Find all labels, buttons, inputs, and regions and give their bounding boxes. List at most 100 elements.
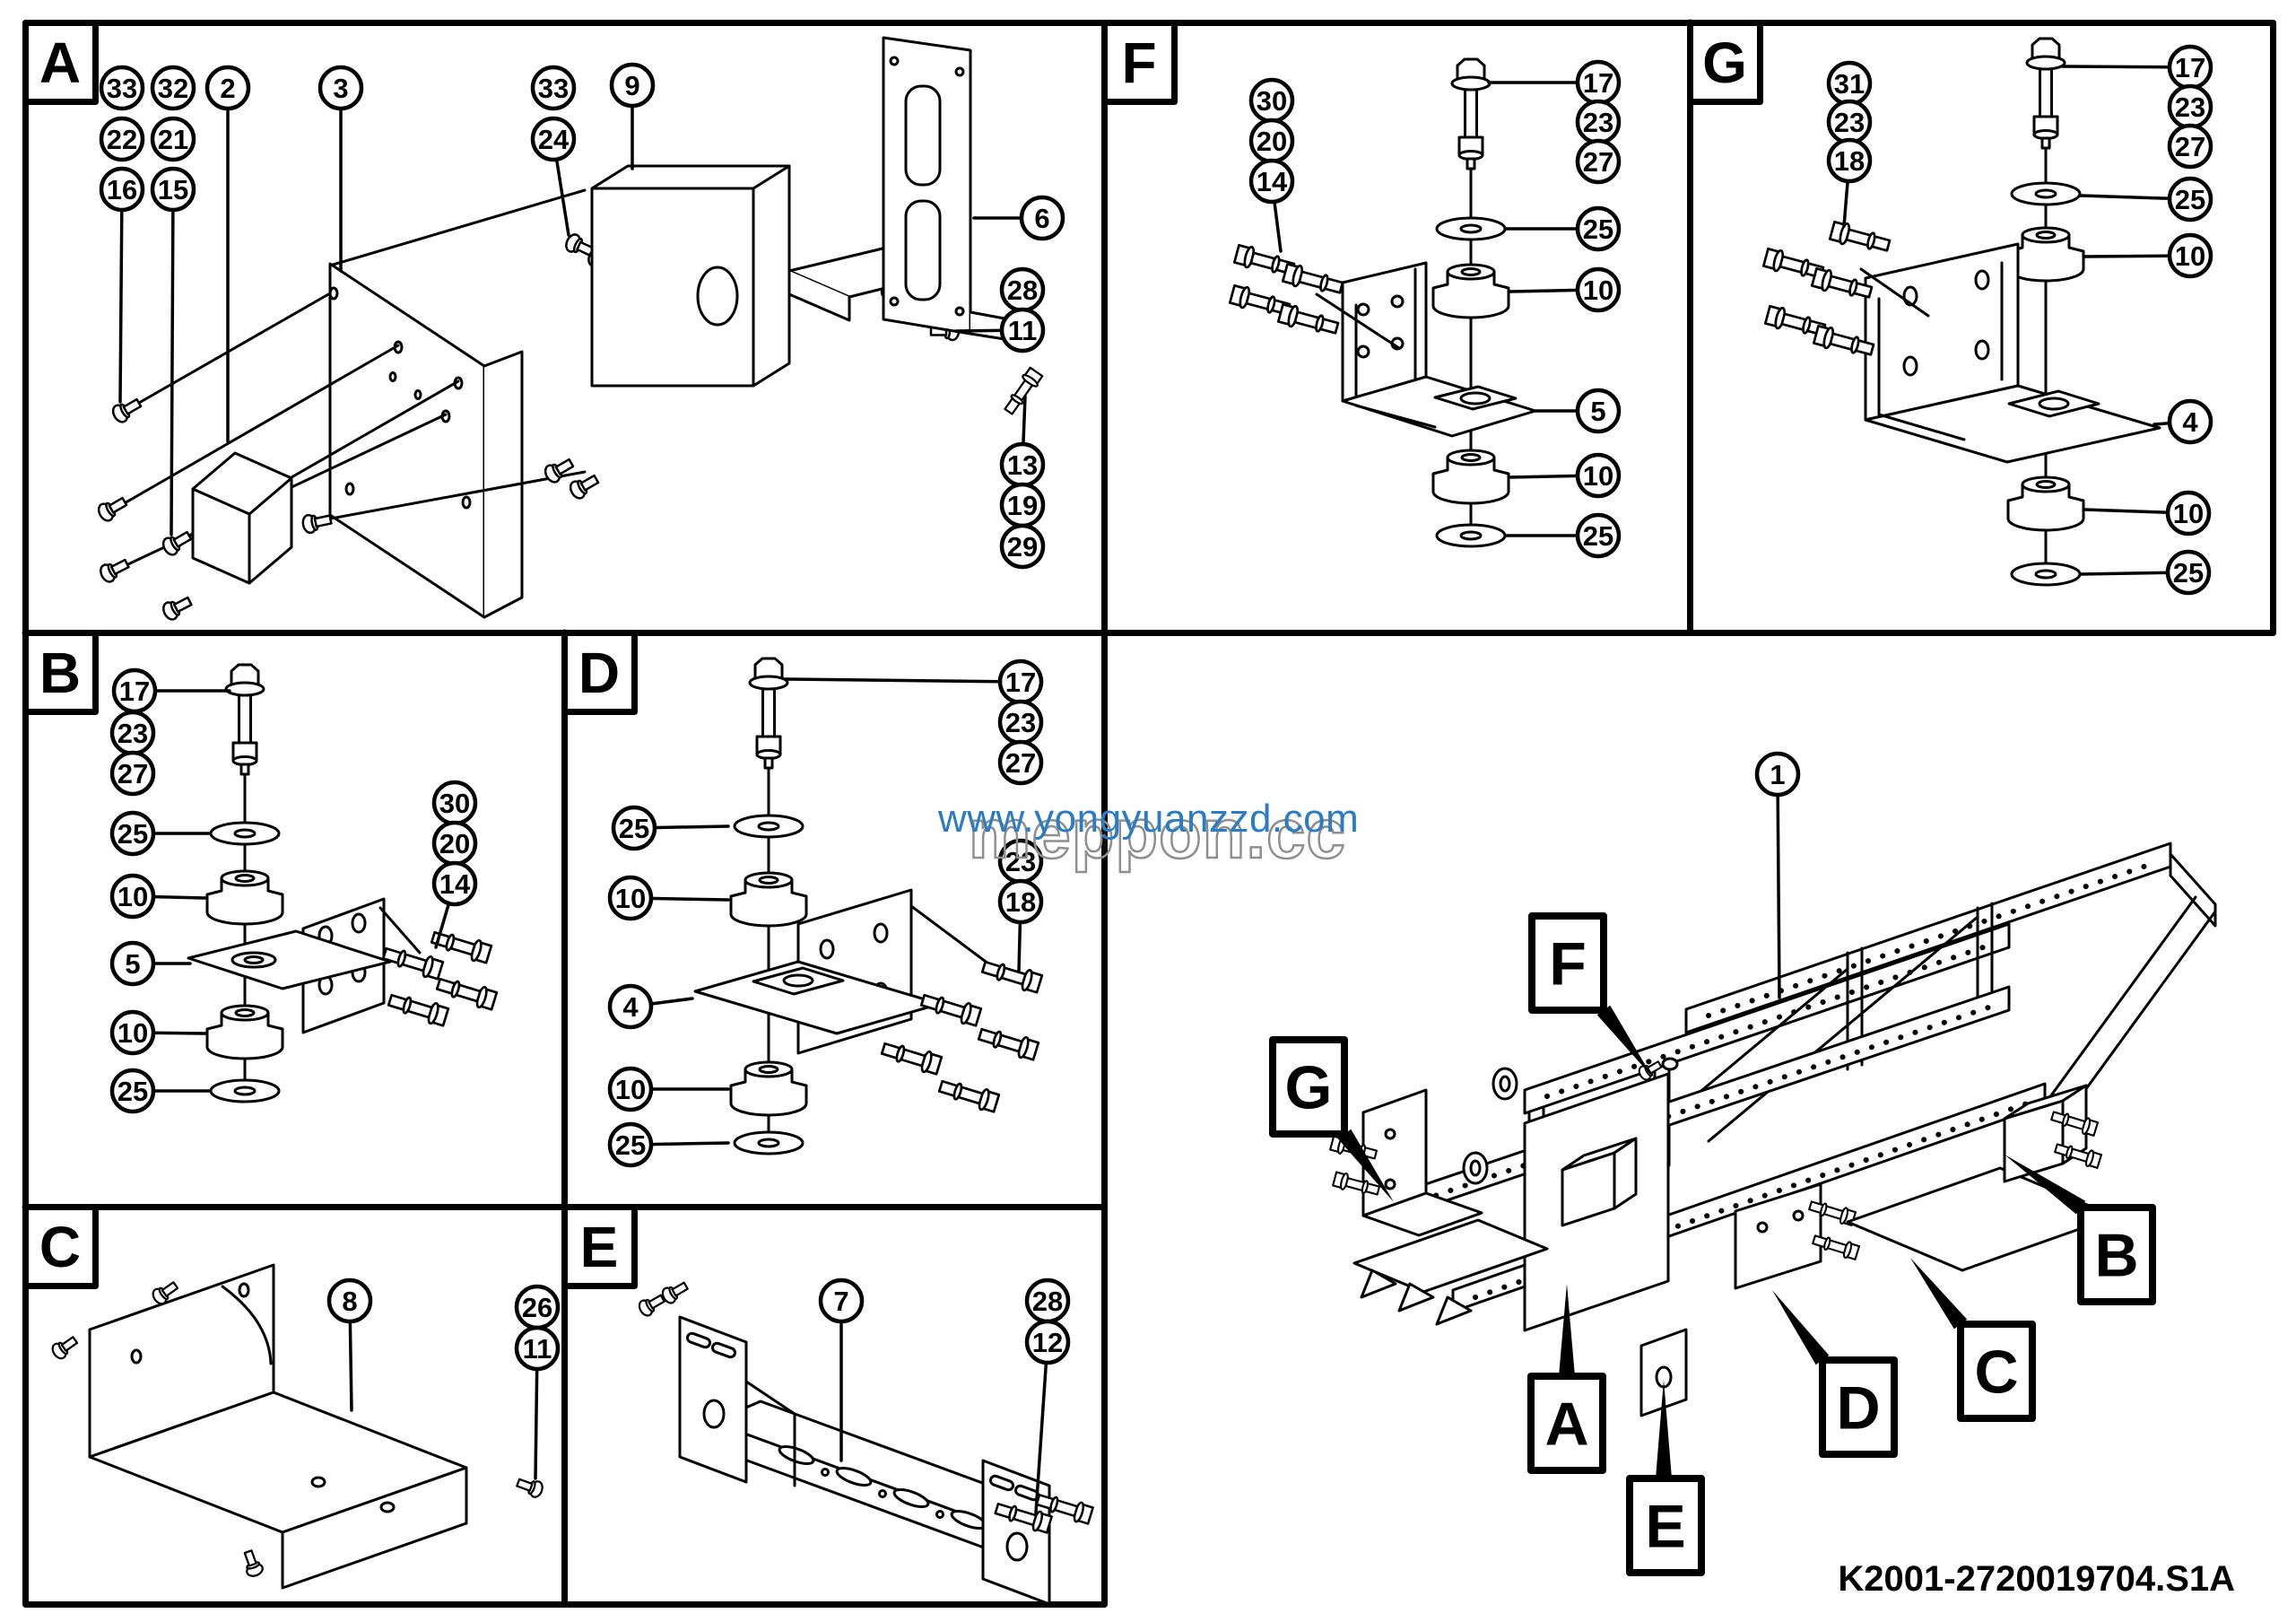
svg-text:11: 11 [523,1333,552,1365]
callout-5: 5 [109,940,156,987]
svg-text:27: 27 [1005,747,1036,779]
callout-22: 22 [99,116,145,162]
watermark-outline-text: meppon.cc [968,793,1346,875]
callout-12: 12 [1024,1319,1071,1365]
callout-5: 5 [1575,388,1622,434]
panel-label-D: D [561,630,638,715]
callout-18: 18 [997,878,1044,925]
svg-text:6: 6 [1034,203,1049,234]
svg-text:9: 9 [624,70,639,101]
callout-16: 16 [99,166,145,213]
callout-7: 7 [818,1278,865,1324]
svg-text:14: 14 [1257,166,1288,197]
svg-text:3: 3 [333,73,348,104]
svg-text:15: 15 [158,174,188,205]
callout-11: 11 [514,1325,561,1372]
callout-10: 10 [1575,266,1622,313]
svg-text:26: 26 [522,1292,552,1323]
callout-1: 1 [1754,751,1801,798]
svg-text:D: D [1836,1374,1880,1443]
leader-line-16 [118,187,124,404]
svg-text:G: G [1702,31,1747,95]
svg-text:25: 25 [2175,184,2205,215]
svg-text:24: 24 [538,124,570,155]
callout-20: 20 [431,820,478,867]
svg-text:31: 31 [1834,68,1865,100]
svg-text:17: 17 [1583,67,1613,99]
svg-text:27: 27 [2175,131,2205,162]
svg-text:23: 23 [1583,107,1613,138]
svg-text:14: 14 [439,868,471,900]
svg-text:17: 17 [2175,52,2205,83]
callout-10: 10 [2165,490,2212,536]
callout-28: 28 [1024,1278,1071,1324]
callout-10: 10 [109,873,156,920]
callout-31: 31 [1826,60,1873,107]
callout-23: 23 [997,838,1044,885]
svg-text:23: 23 [2175,92,2205,123]
svg-text:28: 28 [1032,1286,1063,1317]
ref-tag-A: A [1527,1284,1606,1474]
callout-6: 6 [1019,195,1065,241]
svg-text:32: 32 [158,73,188,104]
callout-15: 15 [150,166,196,213]
ref-tag-C: C [1910,1258,2036,1422]
callout-23: 23 [2167,83,2213,130]
panel-e-art [635,1278,1095,1606]
svg-text:18: 18 [1005,886,1036,918]
callout-19: 19 [999,482,1046,528]
callout-17: 17 [1575,59,1622,106]
svg-text:4: 4 [622,991,639,1023]
callout-8: 8 [326,1278,373,1324]
callout-14: 14 [1248,158,1295,205]
svg-text:16: 16 [107,174,137,205]
callout-9: 9 [609,62,656,109]
callout-20: 20 [1248,118,1295,164]
svg-text:5: 5 [125,948,140,980]
svg-text:20: 20 [1257,126,1287,157]
svg-text:10: 10 [1583,460,1613,492]
svg-text:8: 8 [342,1286,357,1317]
svg-text:10: 10 [2173,498,2204,529]
panel-label-G: G [1687,20,1763,105]
callout-25: 25 [607,1121,654,1168]
svg-text:33: 33 [107,73,137,104]
svg-text:23: 23 [1834,107,1865,138]
svg-text:23: 23 [1005,846,1036,877]
callout-10: 10 [1575,452,1622,499]
callout-25: 25 [1575,512,1622,559]
callout-27: 27 [997,739,1044,786]
callout-27: 27 [2167,123,2213,170]
callout-25: 25 [109,810,156,857]
callout-13: 13 [999,441,1046,488]
callout-4: 4 [2167,398,2213,445]
svg-text:29: 29 [1007,531,1038,562]
svg-text:21: 21 [158,124,188,155]
ref-tag-D: D [1772,1290,1898,1458]
panel-g-art [1761,37,2161,587]
svg-text:10: 10 [2175,240,2205,272]
svg-text:33: 33 [538,73,569,104]
callout-21: 21 [150,116,196,162]
callout-3: 3 [317,65,364,111]
callout-25: 25 [611,805,657,851]
svg-text:13: 13 [1007,449,1038,481]
svg-text:B: B [39,641,81,705]
leader-line-15 [170,187,175,536]
callout-17: 17 [2167,44,2213,91]
callout-29: 29 [999,523,1046,570]
svg-text:A: A [39,31,81,95]
leader-line-1 [1776,772,1781,999]
leader-line-12 [1034,1340,1049,1514]
callout-30: 30 [431,780,478,826]
svg-text:27: 27 [1583,146,1613,178]
svg-text:F: F [1121,31,1156,95]
svg-text:25: 25 [1583,520,1613,552]
svg-text:E: E [580,1215,619,1279]
callout-33: 33 [99,65,145,111]
callout-24: 24 [530,116,577,162]
svg-text:19: 19 [1007,490,1038,521]
panel-a-art [94,36,1045,624]
svg-text:10: 10 [117,881,148,912]
